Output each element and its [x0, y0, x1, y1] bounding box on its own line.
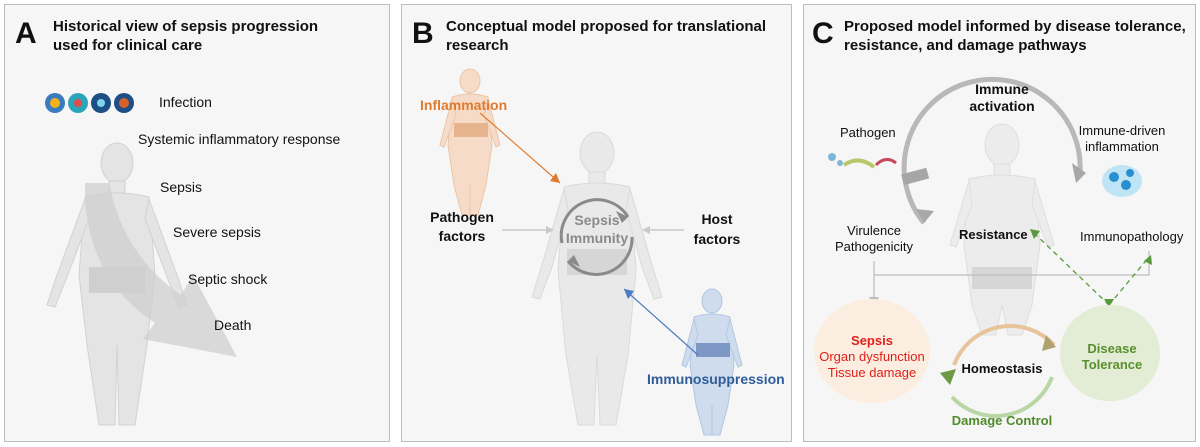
panel-c-letter: C — [812, 17, 834, 50]
panel-b-graphics — [439, 68, 743, 436]
tolerance-blob — [1060, 305, 1160, 401]
immune-activation-line2: activation — [969, 98, 1035, 114]
immune-cell-icon — [1102, 165, 1142, 197]
panel-c-title-line2: resistance, and damage pathways — [844, 37, 1087, 54]
cycle-arrow-top — [559, 198, 630, 244]
homeostasis-label: Homeostasis — [961, 361, 1043, 376]
pathogenicity-label: Pathogenicity — [834, 239, 914, 254]
panel-b-title-line1: Conceptual model proposed for translatio… — [446, 18, 767, 35]
shorts-c — [972, 267, 1032, 289]
sepsis-blob — [814, 299, 930, 403]
disease-label: Disease — [1087, 341, 1137, 356]
panel-c: C Proposed model informed by disease tol… — [803, 4, 1196, 442]
cycle-arrow-bottom — [566, 236, 634, 276]
damage-control-label: Damage Control — [951, 413, 1053, 428]
immunosuppression-arrow — [623, 288, 699, 356]
inflammation-arrow — [479, 112, 561, 184]
inflammation-figure — [439, 68, 501, 216]
panel-b-title-line2: research — [446, 37, 509, 54]
immunopathology-label: Immunopathology — [1080, 229, 1184, 244]
immunosuppression-figure — [681, 288, 743, 436]
homeostasis-cycle-bottom — [950, 376, 1054, 418]
panel-a-graphics — [45, 93, 237, 426]
host-factors-line2: factors — [693, 231, 741, 247]
stage-sirs: Systemic inflammatory response — [138, 131, 341, 147]
pathogen-label: Pathogen — [840, 125, 896, 140]
infection-icons — [45, 93, 134, 113]
host-factors-line1: Host — [701, 211, 733, 227]
center-immunity-label: Immunity — [565, 230, 629, 246]
pathogen-icon — [828, 153, 897, 169]
stage-severe-sepsis: Severe sepsis — [173, 224, 261, 240]
panel-b-letter: B — [412, 17, 434, 50]
stage-death: Death — [214, 317, 252, 333]
resistance-label: Resistance — [959, 227, 1028, 242]
stage-septic-shock: Septic shock — [188, 271, 268, 287]
shorts-immunosuppression — [696, 343, 730, 357]
immune-driven-line2: inflammation — [1085, 139, 1159, 154]
inflammation-label: Inflammation — [420, 97, 508, 113]
panel-c-graphics — [814, 76, 1160, 418]
stage-sepsis: Sepsis — [160, 179, 203, 195]
progression-arrow — [84, 183, 237, 357]
center-sepsis-label: Sepsis — [574, 212, 620, 228]
sepsis-label: Sepsis — [851, 333, 893, 348]
resistance-block-bar — [901, 167, 930, 186]
virulence-label: Virulence — [847, 223, 901, 238]
panel-a: A Historical view of sepsis progression … — [4, 4, 390, 442]
immune-activation-line1: Immune — [975, 81, 1029, 97]
immunosuppression-label: Immunosuppression — [647, 371, 785, 387]
panel-b: B Conceptual model proposed for translat… — [401, 4, 792, 442]
homeostasis-cycle-top — [952, 324, 1056, 366]
organ-dysfunction-label: Organ dysfunction — [819, 349, 925, 364]
shorts-inflammation — [454, 123, 488, 137]
panel-a-title-line2: used for clinical care — [53, 37, 203, 54]
human-figure-b — [531, 131, 663, 426]
pathogen-factors-line2: factors — [438, 228, 486, 244]
human-figure-c — [949, 123, 1055, 336]
panel-c-title-line1: Proposed model informed by disease toler… — [844, 18, 1186, 35]
panel-a-letter: A — [15, 17, 37, 50]
pathogen-factors-line1: Pathogen — [430, 209, 494, 225]
tolerance-arrow-immunopathology — [1108, 256, 1150, 306]
tissue-damage-label: Tissue damage — [827, 365, 917, 380]
tolerance-label: Tolerance — [1081, 357, 1143, 372]
stage-infection: Infection — [159, 94, 212, 110]
immune-driven-line1: Immune-driven — [1078, 123, 1166, 138]
panel-a-title-line1: Historical view of sepsis progression — [53, 18, 319, 35]
